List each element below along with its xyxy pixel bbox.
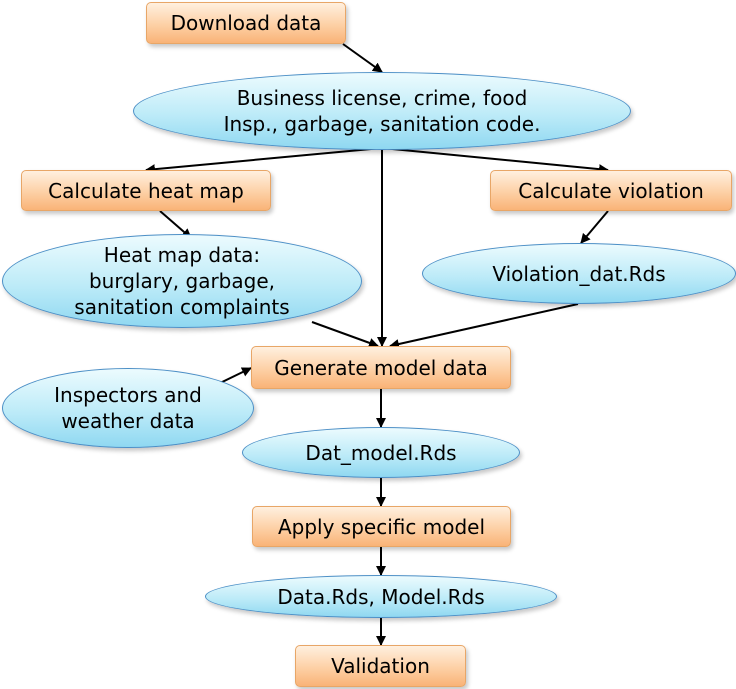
heat-map-data-line-3: sanitation complaints <box>74 295 290 319</box>
arrow-violation-dat-to-generate <box>389 303 579 349</box>
arrow-heatmap-data-to-generate <box>311 321 379 348</box>
calculate-violation-label: Calculate violation <box>518 178 704 203</box>
source-data-line-1: Business license, crime, food <box>236 86 528 110</box>
heat-map-data-node: Heat map data: burglary, garbage, sanita… <box>2 234 362 328</box>
download-data-label: Download data <box>170 11 322 35</box>
source-data-line-2: Insp., garbage, sanitation code. <box>223 112 541 136</box>
apply-specific-model-node: Apply specific model <box>252 506 511 547</box>
inspectors-weather-node: Inspectors and weather data <box>2 368 254 448</box>
validation-node: Validation <box>295 645 466 687</box>
calculate-heat-map-label: Calculate heat map <box>48 178 244 203</box>
apply-specific-model-label: Apply specific model <box>277 514 486 539</box>
inspectors-weather-line-1: Inspectors and <box>54 383 202 407</box>
dat-model-node: Dat_model.Rds <box>242 427 520 478</box>
generate-model-data-label: Generate model data <box>274 355 488 380</box>
violation-dat-node: Violation_dat.Rds <box>422 243 736 304</box>
heat-map-data-line-2: burglary, garbage, <box>88 269 275 293</box>
generate-model-data-node: Generate model data <box>251 346 511 389</box>
calculate-heat-map-node: Calculate heat map <box>21 170 271 211</box>
validation-label: Validation <box>331 654 430 678</box>
heat-map-data-line-1: Heat map data: <box>103 243 261 267</box>
dat-model-label: Dat_model.Rds <box>305 440 457 465</box>
calculate-violation-node: Calculate violation <box>490 170 732 211</box>
data-model-rds-node: Data.Rds, Model.Rds <box>205 575 557 618</box>
arrow-download-to-business <box>342 43 383 73</box>
violation-dat-label: Violation_dat.Rds <box>492 261 666 286</box>
arrow-violation-calc-to-dat <box>580 210 609 244</box>
source-data-node: Business license, crime, food Insp., gar… <box>133 72 631 150</box>
arrow-business-to-violation-calc <box>381 147 609 175</box>
data-model-rds-label: Data.Rds, Model.Rds <box>277 584 485 609</box>
arrow-business-to-heatmap-calc <box>145 147 383 175</box>
inspectors-weather-line-2: weather data <box>61 409 195 433</box>
download-data-node: Download data <box>146 2 346 44</box>
